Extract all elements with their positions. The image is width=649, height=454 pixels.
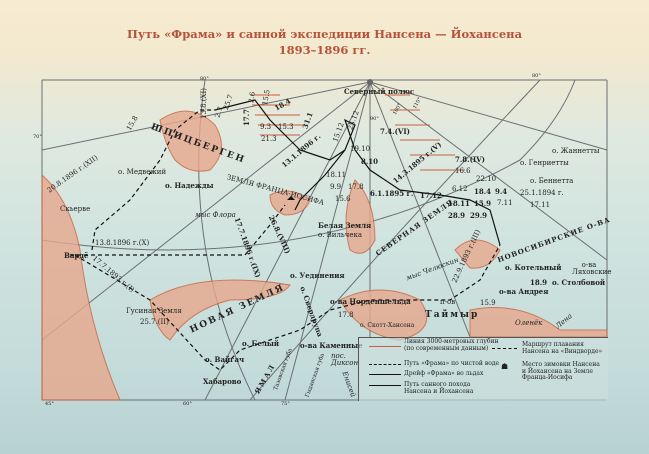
isobath-swatch [369,346,401,347]
date-label: 16.6 [455,167,471,175]
grid-label: 80° [200,76,209,82]
date-label: 22.10 [476,175,497,183]
date-label: 15.6 [335,195,351,203]
place-taymyr-pen: п-ов [440,298,456,306]
date-label: 19.10 [350,145,371,153]
windward-swatch [492,348,517,349]
place-nadezhdy: о. Надежды [165,181,214,190]
date-label: 9.4 [495,187,508,196]
date-label: 25.7.(II) [140,318,169,326]
place-stolbovoy: о. Столбовой [552,278,606,287]
place-medvezhiy: о. Медвежий [118,168,167,176]
grid-label: 60° [183,401,192,407]
place-genrietty: о. Генриетты [520,159,569,167]
date-label: 17.8 [338,311,354,319]
date-label: 9.9 [330,183,342,191]
place-belyi: о. Белый [242,339,280,348]
grid-label: 70° [33,134,42,140]
date-label: 18.4 [474,187,492,196]
map-title: Путь «Фрама» и санной экспедиции Нансена… [126,27,523,41]
routes [70,99,501,371]
date-label: 18.11 [326,171,347,179]
place-kamennye: о-ва Каменные [300,341,363,350]
grid-label: 45° [45,401,54,407]
place-belaya: Белая Земля [318,221,372,230]
place-khabarovo: Хабарово [203,377,242,386]
date-label: 13.8.1896 г.(X) [95,239,150,247]
legend-windward: Маршрут плавания Нансена на «Виндворде» [522,341,603,355]
grid-label: 75° [281,401,290,407]
map-legend: Линия 3000-метровых глубин (по современн… [358,337,608,401]
grid-label: 90° [370,116,379,122]
place-vilchek: о. Вильчека [318,231,363,239]
ice-hatching [250,94,465,171]
date-label: 6.12 [452,185,468,193]
place-north-pole: Северный полюс [344,87,415,96]
date-label: 17.8 [348,183,364,191]
landmasses [41,110,608,401]
place-bennetta: о. Беннетта [530,177,574,185]
place-varde: Вардё [64,251,89,260]
date-label: 21.3 [261,135,277,143]
date-label: 7.11 [497,199,513,207]
legend-isobath: Линия 3000-метровых глубин (по современн… [404,338,499,352]
date-label: 17.12 [420,191,442,200]
date-label: 18.9 [530,278,548,287]
fram-drift-swatch [369,374,401,375]
date-label: 28.9 [448,211,466,220]
winter-camp-legend-icon: ☗ [501,362,509,371]
date-label: 9.3 [260,123,272,131]
date-label: 15.3 [278,123,294,131]
north-pole-marker [367,79,373,85]
place-skerve: Скьерве [60,205,91,213]
place-vaygach: о. Вайгач [205,355,245,364]
place-olenek: Оленёк [515,319,543,327]
date-label: 7.4.(VI) [380,127,410,136]
legend-sled: Путь санного похода Нансена и Йохансена [404,381,474,395]
place-scotta: о. Скотт-Хансена [360,322,415,329]
date-label: 8.10 [361,157,379,166]
date-label: 25.1.1894 г. [520,189,564,197]
date-label: 7.8.(IV) [455,155,485,164]
place-gusinaya: Гусиная Земля [126,307,182,315]
place-lyakhovskie: о-ва Ляховские [572,261,612,276]
date-label: 18.11 [448,199,470,208]
legend-fram-drift: Дрейф «Фрама» во льдах [404,370,484,377]
date-label: 6.1.1895 г. [370,189,414,198]
place-nordenshelda: о-ва Норденшельда [330,297,411,306]
place-taymyr: Таймыр [425,310,480,320]
place-uedineniya: о. Уединения [290,271,345,280]
grid-label: 80° [532,73,541,79]
sled-swatch [369,385,401,386]
place-kotelny: о. Котельный [505,263,562,272]
date-label: 17.11 [530,201,551,209]
date-label: 15.9 [474,199,492,208]
place-andreya: о-ва Андрея [499,287,549,296]
date-label: 17.7 [242,108,252,127]
place-dikson: пос. Диксон [331,352,359,367]
place-zhannetty: о. Жаннетты [552,147,600,155]
winter-camp-icon [287,196,295,200]
map-subtitle: 1893–1896 гг. [278,43,371,57]
place-flora: мыс Флора [195,211,236,219]
date-label: 15.9 [480,299,496,307]
legend-fram-open: Путь «Фрама» по чистой воде [404,360,500,367]
date-label: 13.8.(XI) [200,87,209,120]
fram-open-swatch [369,364,401,365]
legend-winter: Место зимовки Нансена и Йохансена на Зем… [522,361,600,381]
date-label: 29.9 [470,211,488,220]
